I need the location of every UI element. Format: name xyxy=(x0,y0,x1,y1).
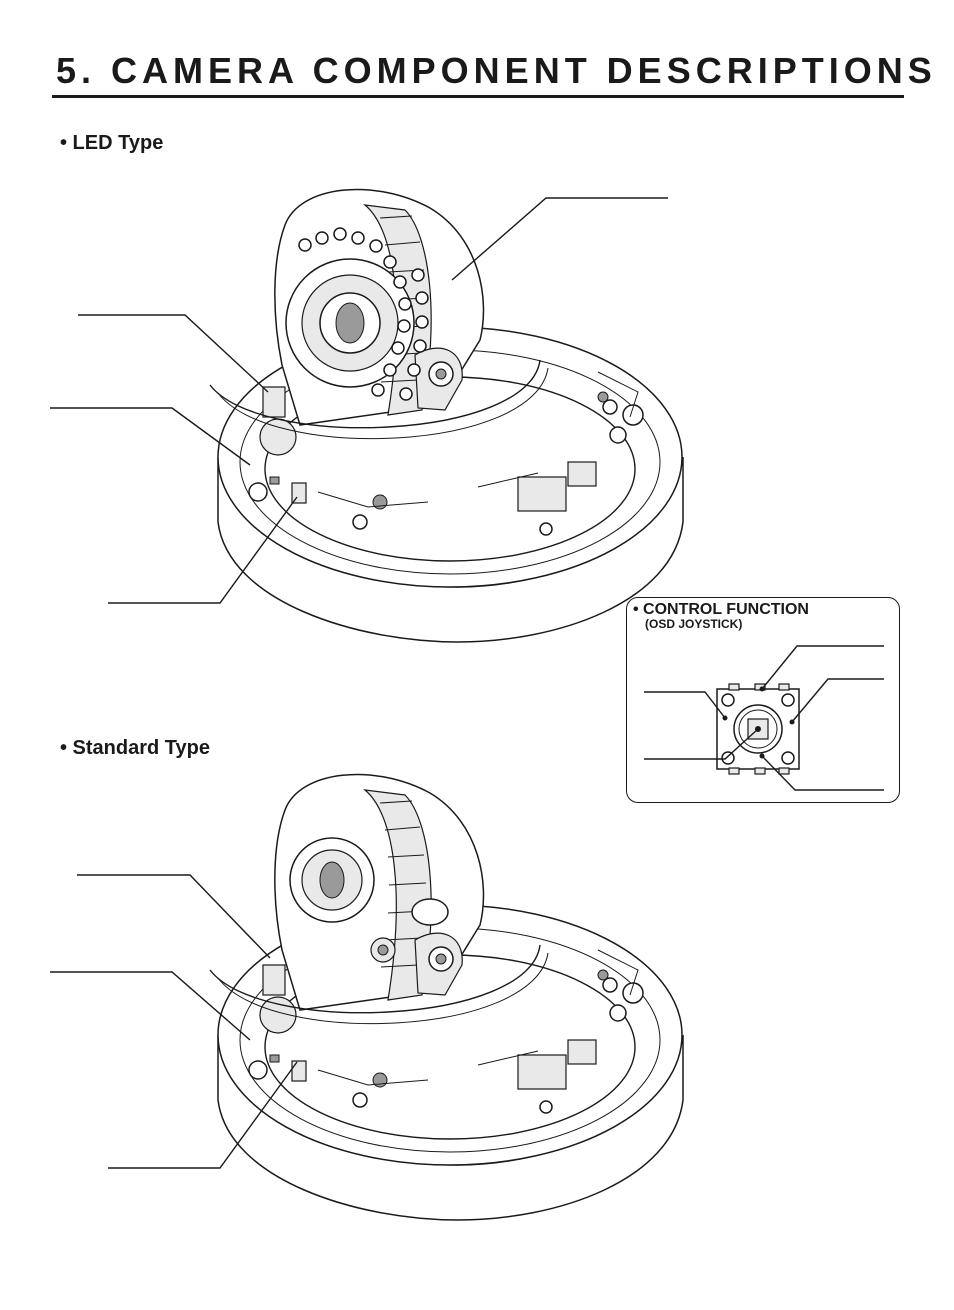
page-title: 5. CAMERA COMPONENT DESCRIPTIONS xyxy=(56,50,937,91)
standard-callout-line xyxy=(108,1061,298,1169)
joystick-callout-line xyxy=(761,755,884,791)
led-callout-line xyxy=(451,197,668,281)
led-type-heading: • LED Type xyxy=(60,132,164,154)
led-camera-drawing xyxy=(50,188,684,643)
standard-type-heading: • Standard Type xyxy=(60,737,210,759)
joystick-drawing xyxy=(644,645,884,791)
standard-callout-line xyxy=(77,874,271,959)
standard-callout-line xyxy=(50,971,251,1041)
led-callout-line xyxy=(78,314,269,393)
joystick-callout-line xyxy=(644,691,726,719)
standard-camera-drawing xyxy=(50,773,684,1221)
control-function-subtitle: (OSD JOYSTICK) xyxy=(645,617,743,631)
sensor-window xyxy=(411,898,449,926)
ir-led-array xyxy=(298,227,429,401)
control-function-title: • CONTROL FUNCTION xyxy=(633,601,809,618)
led-callout-line xyxy=(108,496,298,604)
title-rule xyxy=(52,95,904,98)
joystick-callout-line xyxy=(644,728,759,760)
joystick-callout-line xyxy=(761,645,884,690)
led-callout-line xyxy=(50,407,251,466)
control-function-box xyxy=(626,597,900,803)
joystick-callout-line xyxy=(791,678,884,723)
